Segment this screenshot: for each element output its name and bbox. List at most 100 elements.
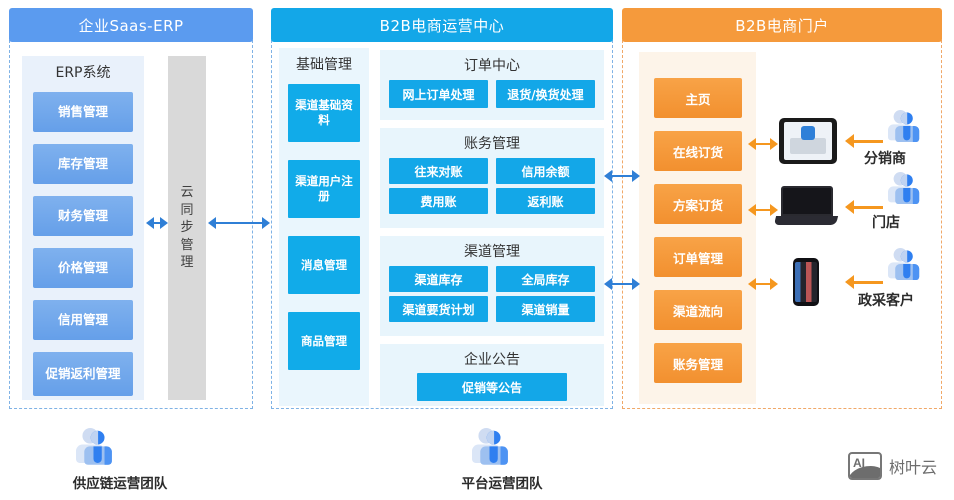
group-order-center-title: 订单中心: [464, 58, 520, 74]
arrow-shaft: [612, 174, 632, 178]
accounting-item-reconciliation[interactable]: 往来对账: [389, 158, 488, 184]
ai-image-icon: AI: [848, 452, 882, 480]
person-icon-supply-chain-team: [76, 428, 116, 465]
erp-item-promotion-rebate[interactable]: 促销返利管理: [33, 352, 133, 396]
announcement-item-promotion-notice[interactable]: 促销等公告: [417, 373, 567, 401]
arrow-head-left: [845, 275, 854, 289]
panel-header-b2b-portal: B2B电商门户: [622, 8, 942, 42]
base-item-channel-basic-data[interactable]: 渠道基础资料: [288, 84, 360, 142]
person-front-head-highlight: [900, 174, 907, 187]
person-icon-gov-customer: [888, 248, 923, 280]
person-front-body-right: [104, 446, 112, 465]
arrow-head-left: [748, 278, 756, 290]
arrow-head-right: [770, 204, 778, 216]
arrow-head-left: [604, 278, 612, 290]
arrow-shaft: [756, 208, 770, 212]
arrow-gov-customer-to-phone: [845, 275, 883, 289]
person-icon-distributor: [888, 110, 923, 142]
arrow-head-right: [770, 138, 778, 150]
cloud-sync-management-label: 云同步管理: [180, 185, 194, 271]
erp-item-price[interactable]: 价格管理: [33, 248, 133, 288]
group-channel-management-title: 渠道管理: [464, 244, 520, 260]
arrow-head-left: [748, 138, 756, 150]
channel-item-global-inventory[interactable]: 全局库存: [496, 266, 595, 292]
portal-item-home[interactable]: 主页: [654, 78, 742, 118]
tablet-keyboard: [790, 138, 826, 154]
laptop-base: [773, 216, 839, 225]
person-front-body-right: [500, 446, 508, 465]
arrow-shaft: [854, 139, 883, 143]
arrow-store-to-laptop: [845, 200, 883, 214]
person-front-head-highlight: [900, 250, 907, 263]
actor-label-store: 门店: [872, 215, 900, 231]
phone-icon: [793, 258, 819, 306]
group-enterprise-announcement: 企业公告 促销等公告: [380, 344, 604, 406]
base-item-channel-user-registration[interactable]: 渠道用户注册: [288, 160, 360, 218]
arrow-shaft: [216, 221, 262, 225]
accounting-item-credit-balance[interactable]: 信用余额: [496, 158, 595, 184]
accounting-item-rebate-account[interactable]: 返利账: [496, 188, 595, 214]
person-front-body-center: [93, 446, 102, 463]
actor-label-distributor: 分销商: [864, 151, 906, 167]
arrow-portal-to-laptop: [748, 203, 778, 217]
person-front-head-highlight: [486, 430, 494, 445]
cloud-sync-management-column: 云同步管理: [168, 56, 206, 400]
tablet-icon: [779, 118, 837, 164]
order-center-item-return-exchange-processing[interactable]: 退货/换货处理: [496, 80, 595, 108]
group-enterprise-announcement-title: 企业公告: [464, 352, 520, 368]
arrow-shaft: [612, 282, 632, 286]
arrow-cloud-to-operations-center: [208, 216, 270, 230]
arrow-shaft: [154, 221, 160, 225]
panel-header-enterprise-saas-erp: 企业Saas-ERP: [9, 8, 253, 42]
laptop-lid: [781, 186, 833, 216]
person-icon-store: [888, 172, 923, 204]
group-accounting-management: 账务管理 往来对账 信用余额 费用账 返利账: [380, 128, 604, 228]
arrow-operations-to-portal-lower: [604, 277, 640, 291]
portal-item-channel-flow[interactable]: 渠道流向: [654, 290, 742, 330]
panel-header-b2b-operations-center: B2B电商运营中心: [271, 8, 613, 42]
erp-item-sales[interactable]: 销售管理: [33, 92, 133, 132]
portal-item-online-ordering[interactable]: 在线订货: [654, 131, 742, 171]
arrow-head-left: [845, 200, 854, 214]
arrow-head-left: [748, 204, 756, 216]
team-label-platform: 平台运营团队: [461, 476, 543, 492]
watermark: AI 树叶云: [848, 452, 937, 480]
person-front-body-center: [903, 188, 911, 203]
arrow-portal-to-phone: [748, 277, 778, 291]
group-channel-management: 渠道管理 渠道库存 全局库存 渠道要货计划 渠道销量: [380, 236, 604, 336]
portal-item-solution-ordering[interactable]: 方案订货: [654, 184, 742, 224]
tablet-screen: [784, 122, 832, 160]
portal-item-account-management[interactable]: 账务管理: [654, 343, 742, 383]
arrow-head-right: [262, 217, 270, 229]
actor-label-gov-customer: 政采客户: [858, 293, 914, 309]
arrow-head-left: [845, 134, 854, 148]
person-front-head-highlight: [900, 112, 907, 125]
accounting-item-expense-account[interactable]: 费用账: [389, 188, 488, 214]
channel-item-channel-demand-plan[interactable]: 渠道要货计划: [389, 296, 488, 322]
arrow-operations-to-portal-upper: [604, 169, 640, 183]
erp-item-inventory[interactable]: 库存管理: [33, 144, 133, 184]
arrow-head-left: [208, 217, 216, 229]
arrow-head-right: [632, 278, 640, 290]
arrow-shaft: [756, 142, 770, 146]
base-item-product-management[interactable]: 商品管理: [288, 312, 360, 370]
person-icon-platform-team: [472, 428, 512, 465]
channel-item-channel-inventory[interactable]: 渠道库存: [389, 266, 488, 292]
phone-screen: [795, 262, 817, 302]
channel-item-channel-sales-volume[interactable]: 渠道销量: [496, 296, 595, 322]
person-front-head-highlight: [90, 430, 98, 445]
arrow-head-right: [770, 278, 778, 290]
portal-item-order-management[interactable]: 订单管理: [654, 237, 742, 277]
erp-item-finance[interactable]: 财务管理: [33, 196, 133, 236]
person-front-body-right: [912, 126, 920, 142]
order-center-item-online-order-processing[interactable]: 网上订单处理: [389, 80, 488, 108]
arrow-head-left: [604, 170, 612, 182]
erp-system-title: ERP系统: [55, 65, 111, 81]
watermark-text: 树叶云: [889, 458, 938, 477]
erp-item-credit[interactable]: 信用管理: [33, 300, 133, 340]
group-order-center: 订单中心 网上订单处理 退货/换货处理: [380, 50, 604, 120]
base-item-message-management[interactable]: 消息管理: [288, 236, 360, 294]
person-front-body-right: [912, 264, 920, 280]
arrow-head-right: [632, 170, 640, 182]
